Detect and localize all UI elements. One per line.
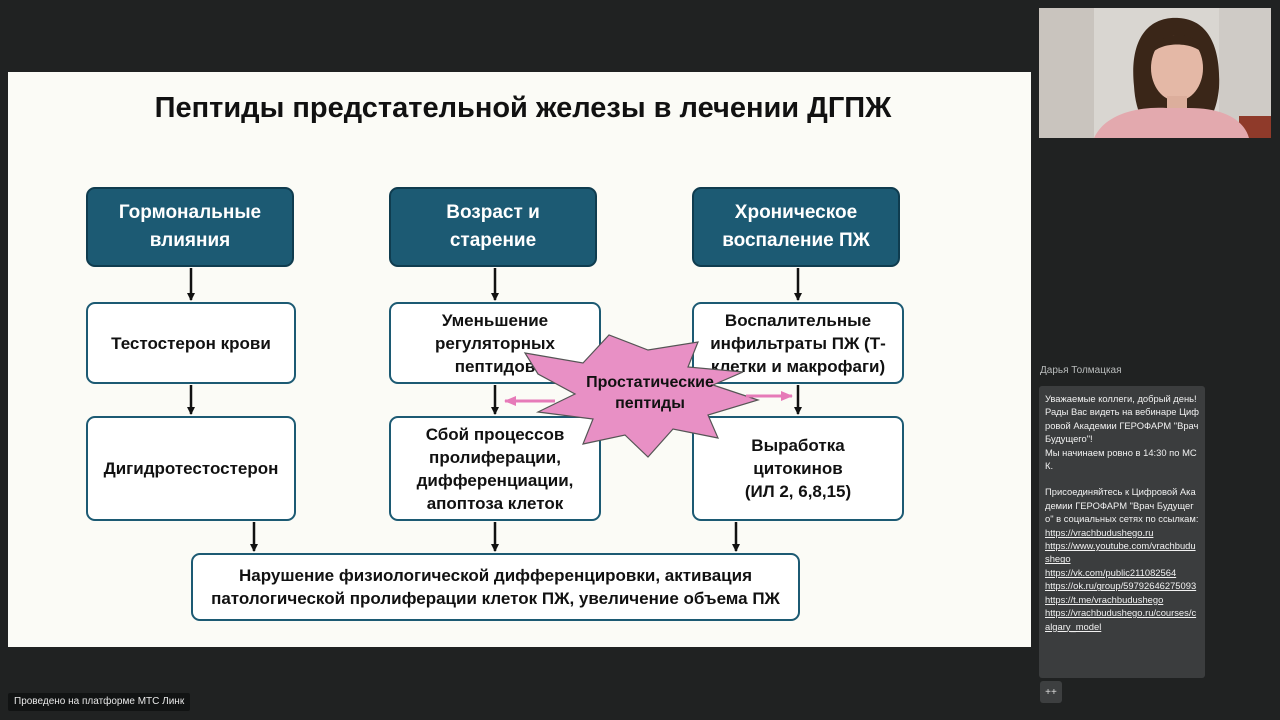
starburst-shape — [523, 334, 760, 458]
chat-link[interactable]: https://www.youtube.com/vrachbudushego — [1045, 540, 1196, 565]
box-dht: Дигидротестостерон — [86, 416, 296, 521]
header-hormonal: Гормональные влияния — [86, 187, 294, 267]
starburst-label: Простатические пептиды — [586, 374, 714, 412]
box-regulatory-peptides: Уменьшение регуляторных пептидов — [389, 302, 601, 384]
webcam-video[interactable] — [1039, 8, 1271, 138]
box-outcome: Нарушение физиологической дифференцировк… — [191, 553, 800, 621]
chat-invite: Присоединяйтесь к Цифровой Академии ГЕРО… — [1045, 486, 1199, 525]
chat-greeting: Уважаемые коллеги, добрый день! Рады Вас… — [1045, 393, 1199, 472]
chat-link[interactable]: https://ok.ru/group/59792646275093 — [1045, 580, 1197, 592]
diagram-arrows — [187, 268, 802, 552]
chat-message: Уважаемые коллеги, добрый день! Рады Вас… — [1039, 386, 1205, 678]
box-proliferation: Сбой процессов пролиферации, дифференциа… — [389, 416, 601, 521]
chat-expand-button[interactable]: ++ — [1040, 681, 1062, 703]
header-inflammation: Хроническое воспаление ПЖ — [692, 187, 900, 267]
platform-footer: Проведено на платформе МТС Линк — [8, 693, 191, 711]
chat-link[interactable]: https://vk.com/public211082564 — [1045, 566, 1177, 578]
presenter-video-image — [1039, 8, 1271, 138]
box-testosterone: Тестостерон крови — [86, 302, 296, 384]
header-age: Возраст и старение — [389, 187, 597, 267]
slide-title: Пептиды предстательной железы в лечении … — [154, 92, 892, 124]
chat-link[interactable]: https://t.me/vrachbudushego — [1045, 593, 1164, 605]
chat-sender-name: Дарья Толмацкая — [1040, 365, 1122, 376]
box-cytokines: Выработка цитокинов (ИЛ 2, 6,8,15) — [692, 416, 904, 521]
chat-link[interactable]: https://vrachbudushego.ru — [1045, 526, 1154, 538]
chat-link[interactable]: https://vrachbudushego.ru/courses/calgar… — [1045, 607, 1197, 632]
presentation-slide: Пептиды предстательной железы в лечении … — [8, 72, 1031, 647]
